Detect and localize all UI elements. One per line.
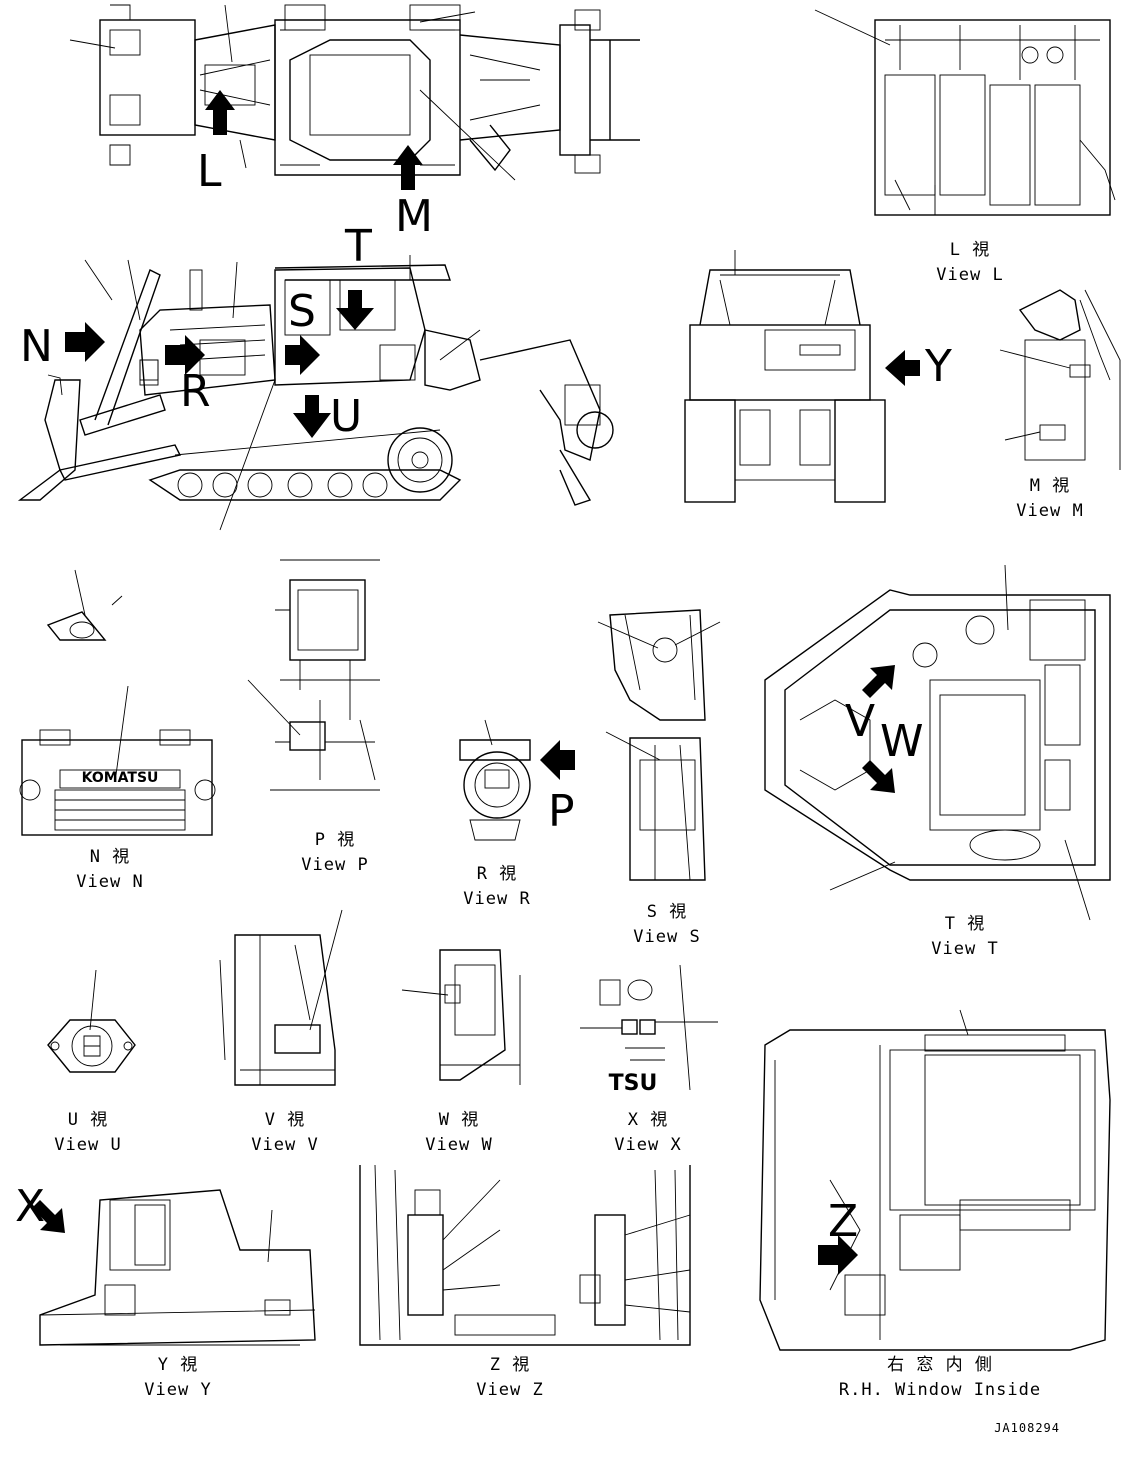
view-letter-n: N [20, 321, 53, 372]
caption-en: View V [251, 1135, 319, 1155]
caption-en: View U [54, 1135, 122, 1155]
brand-fragment-text: TSU [609, 1071, 658, 1096]
view-r-drawing [459, 719, 575, 841]
machine-rear-view [684, 250, 920, 503]
brand-plate-text: KOMATSU [82, 770, 159, 786]
view-w-drawing [401, 949, 521, 1085]
caption-jp: S 視 [646, 902, 688, 922]
caption-en: View L [936, 265, 1004, 285]
drawing-number: JA108294 [994, 1421, 1060, 1435]
caption-view-n: N 視 View N [50, 845, 170, 895]
caption-jp: R 視 [476, 864, 518, 884]
rh-window-drawing [759, 1009, 1111, 1351]
caption-view-s: S 視 View S [607, 900, 727, 950]
caption-view-t: T 視 View T [905, 912, 1025, 962]
view-u-drawing [47, 969, 136, 1073]
caption-jp: Y 視 [157, 1355, 199, 1375]
view-letter-l: L [197, 146, 222, 197]
caption-jp: Z 視 [489, 1355, 531, 1375]
view-letter-s: S [288, 286, 316, 337]
view-y-drawing [32, 1189, 316, 1346]
view-letter-w: W [880, 716, 924, 767]
view-x-drawing [580, 964, 718, 1091]
view-z-drawing [359, 1164, 691, 1346]
view-s-drawing [597, 609, 721, 881]
caption-en: View W [425, 1135, 493, 1155]
caption-en: View T [931, 939, 999, 959]
caption-jp: 右 窓 内 側 [887, 1355, 993, 1375]
view-n-drawing [19, 569, 216, 836]
caption-jp: T 視 [944, 914, 986, 934]
caption-view-u: U 視 View U [28, 1108, 148, 1158]
view-p-drawing [247, 559, 380, 791]
caption-jp: M 視 [1029, 476, 1071, 496]
view-letter-p: P [548, 786, 575, 837]
caption-jp: W 視 [438, 1110, 480, 1130]
view-letter-m: M [395, 191, 433, 242]
view-v-drawing [219, 909, 343, 1086]
caption-en: View P [301, 855, 369, 875]
view-letter-u: U [330, 391, 363, 442]
caption-jp: L 視 [949, 240, 991, 260]
caption-view-y: Y 視 View Y [118, 1353, 238, 1403]
view-letter-x: X [15, 1181, 46, 1232]
view-letter-r: R [180, 366, 211, 417]
caption-en: View N [76, 872, 144, 892]
caption-jp: U 視 [67, 1110, 109, 1130]
caption-en: R.H. Window Inside [838, 1380, 1042, 1400]
caption-en: View X [614, 1135, 682, 1155]
caption-en: View R [463, 889, 531, 909]
caption-en: View Z [476, 1380, 544, 1400]
view-t-drawing [764, 564, 1111, 921]
view-m-drawing [999, 289, 1121, 470]
caption-view-r: R 視 View R [437, 862, 557, 912]
view-letter-y: Y [925, 341, 952, 392]
caption-en: View S [633, 927, 701, 947]
caption-view-l: L 視 View L [910, 238, 1030, 288]
caption-view-x: X 視 View X [588, 1108, 708, 1158]
view-letter-v: V [845, 696, 876, 747]
machine-side-view [17, 255, 614, 531]
view-l-drawing [814, 9, 1116, 216]
caption-view-w: W 視 View W [399, 1108, 519, 1158]
view-letter-z: Z [828, 1196, 859, 1247]
caption-view-p: P 視 View P [275, 828, 395, 878]
caption-view-v: V 視 View V [225, 1108, 345, 1158]
caption-en: View M [1016, 501, 1084, 521]
caption-view-m: M 視 View M [990, 474, 1110, 524]
caption-en: View Y [144, 1380, 212, 1400]
caption-view-z: Z 視 View Z [450, 1353, 570, 1403]
caption-jp: X 視 [627, 1110, 669, 1130]
view-letter-t: T [345, 221, 372, 272]
machine-top-view [69, 4, 640, 190]
caption-jp: P 視 [314, 830, 356, 850]
caption-rh-window-inside: 右 窓 内 側 R.H. Window Inside [810, 1353, 1070, 1403]
caption-jp: N 視 [89, 847, 131, 867]
caption-jp: V 視 [264, 1110, 306, 1130]
